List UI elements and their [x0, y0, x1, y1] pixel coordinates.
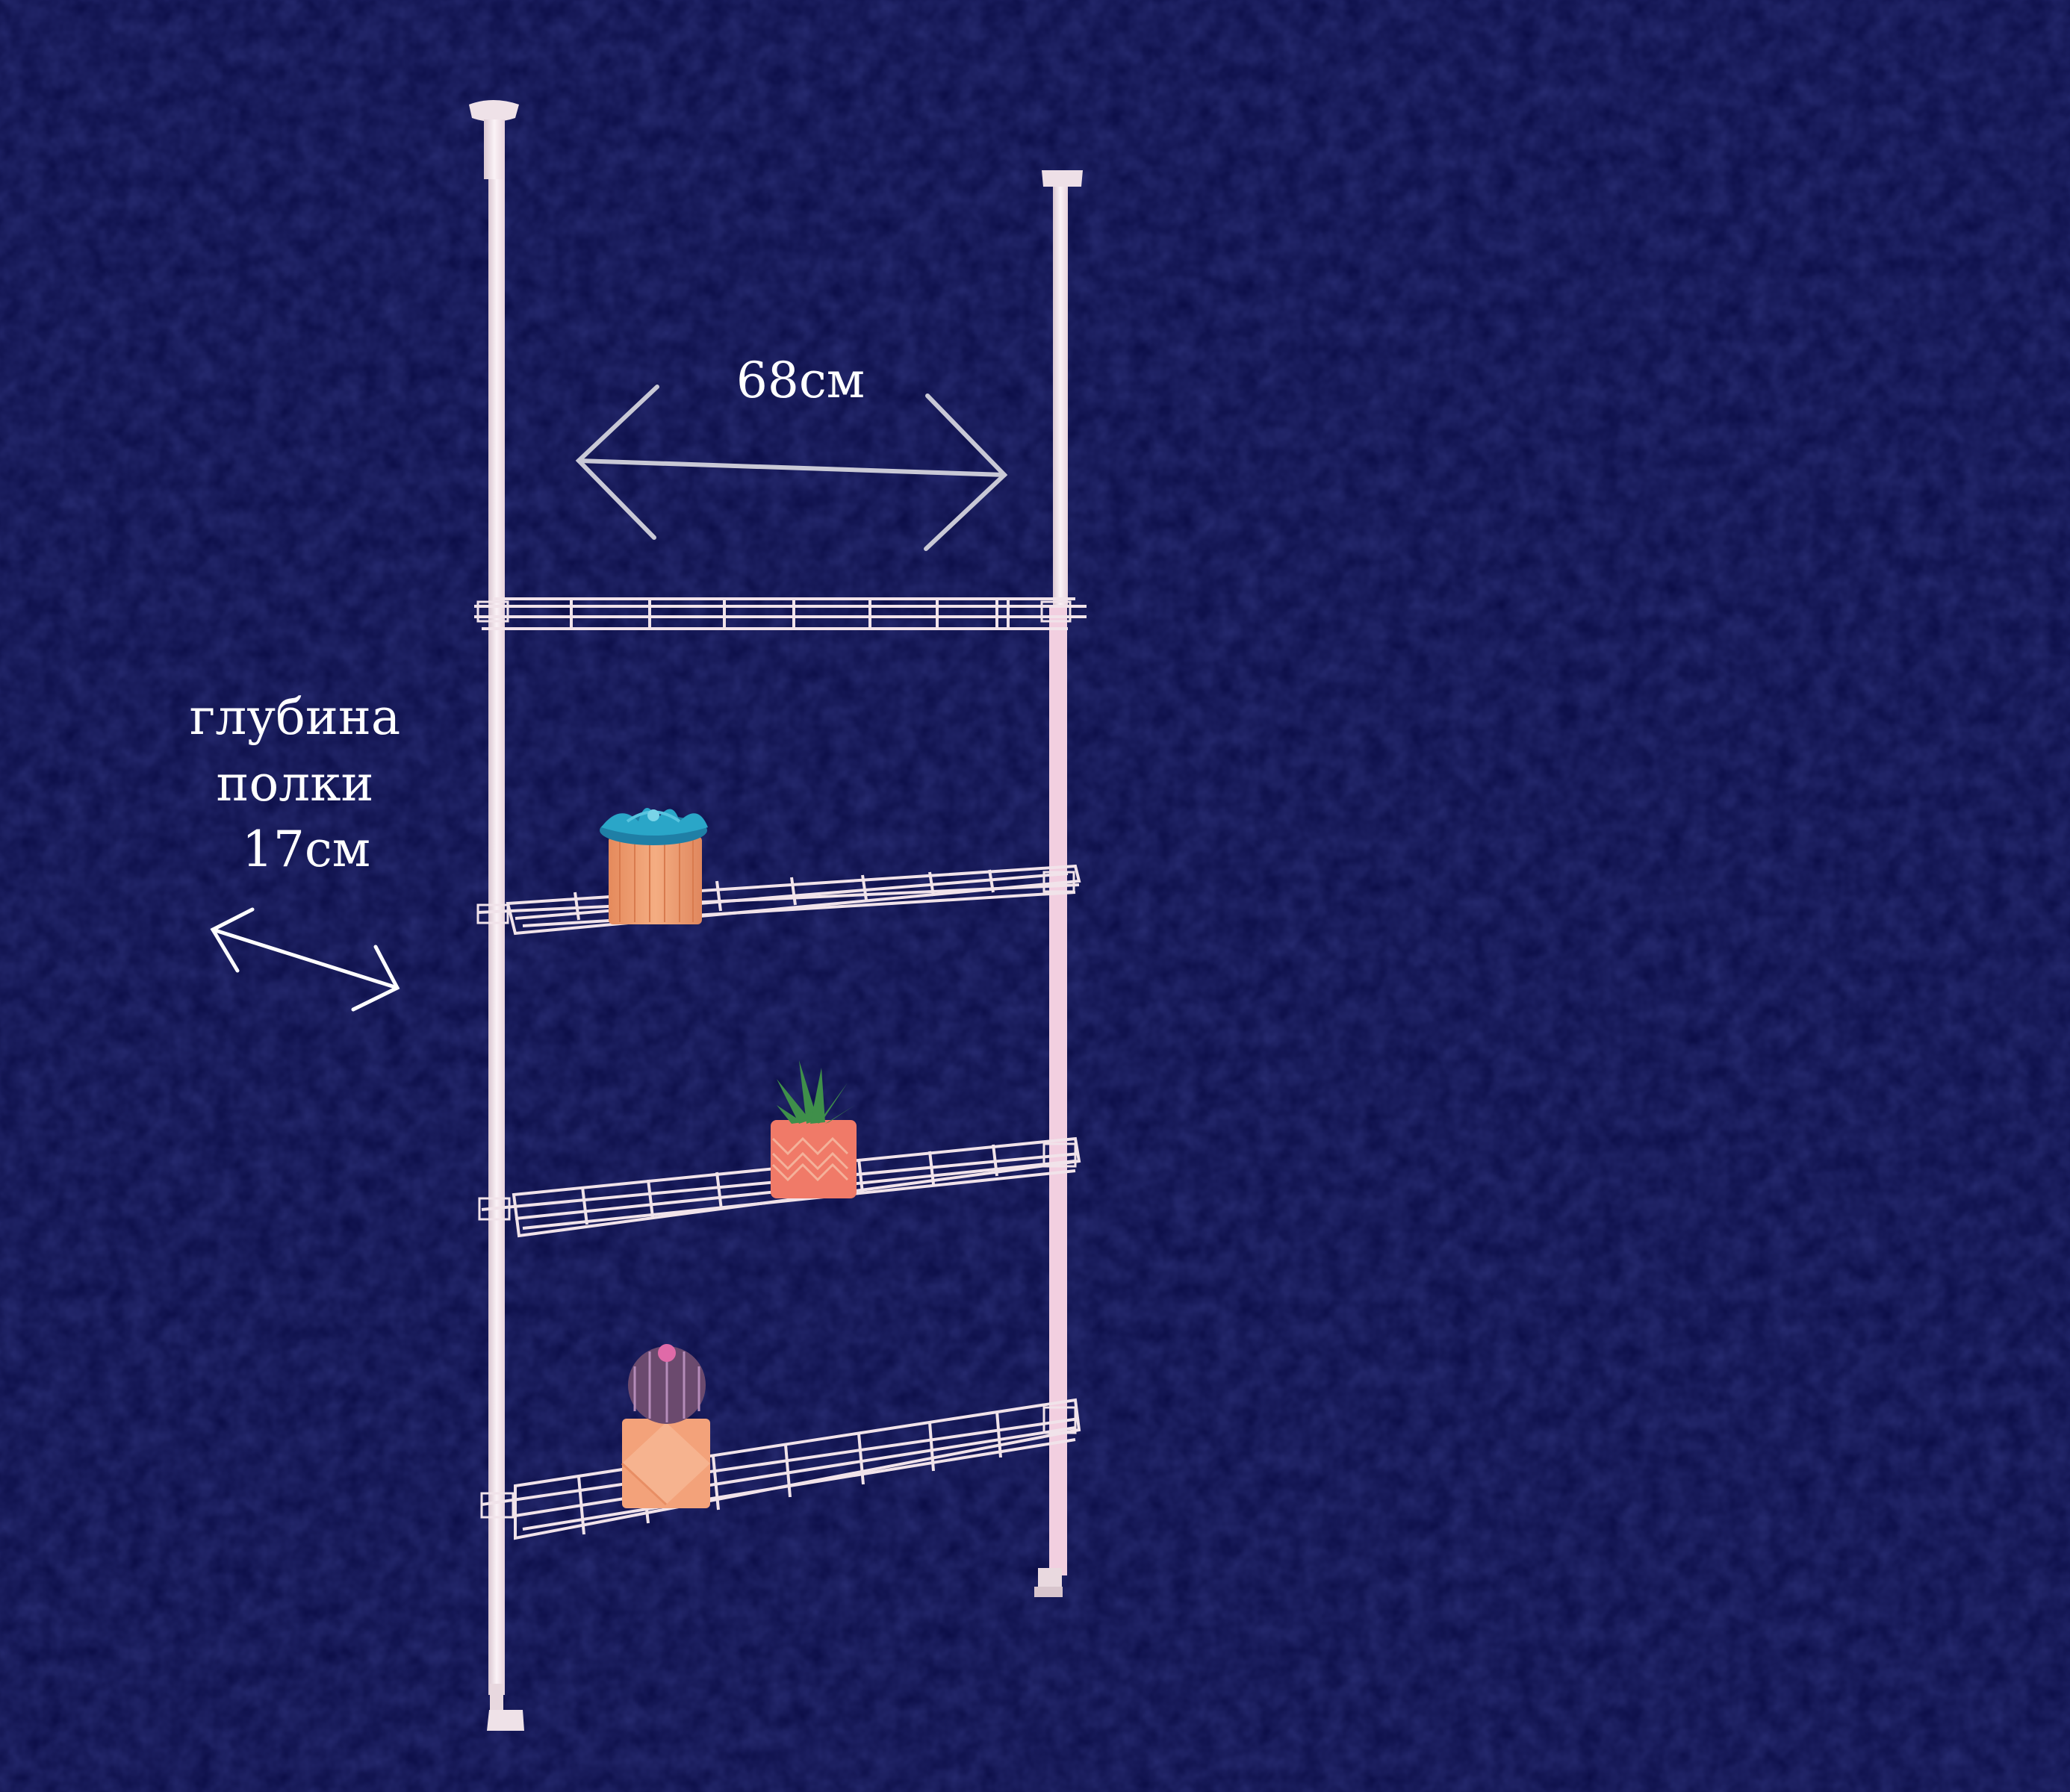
right-pole	[1034, 170, 1083, 1597]
wire-shelf-top	[474, 597, 1087, 630]
depth-label-line1: глубина	[190, 688, 400, 746]
width-arrow	[575, 385, 1008, 551]
depth-label-line3: 17см	[242, 821, 370, 878]
wire-shelf-bottom	[480, 1398, 1081, 1540]
left-pole	[469, 100, 524, 1731]
aloe-icon	[771, 1060, 857, 1198]
width-label: 68см	[736, 352, 865, 409]
cactus-icon	[621, 1344, 710, 1508]
depth-arrow	[210, 907, 400, 1012]
succulent-icon	[600, 807, 708, 924]
depth-label-line2: полки	[217, 755, 374, 812]
